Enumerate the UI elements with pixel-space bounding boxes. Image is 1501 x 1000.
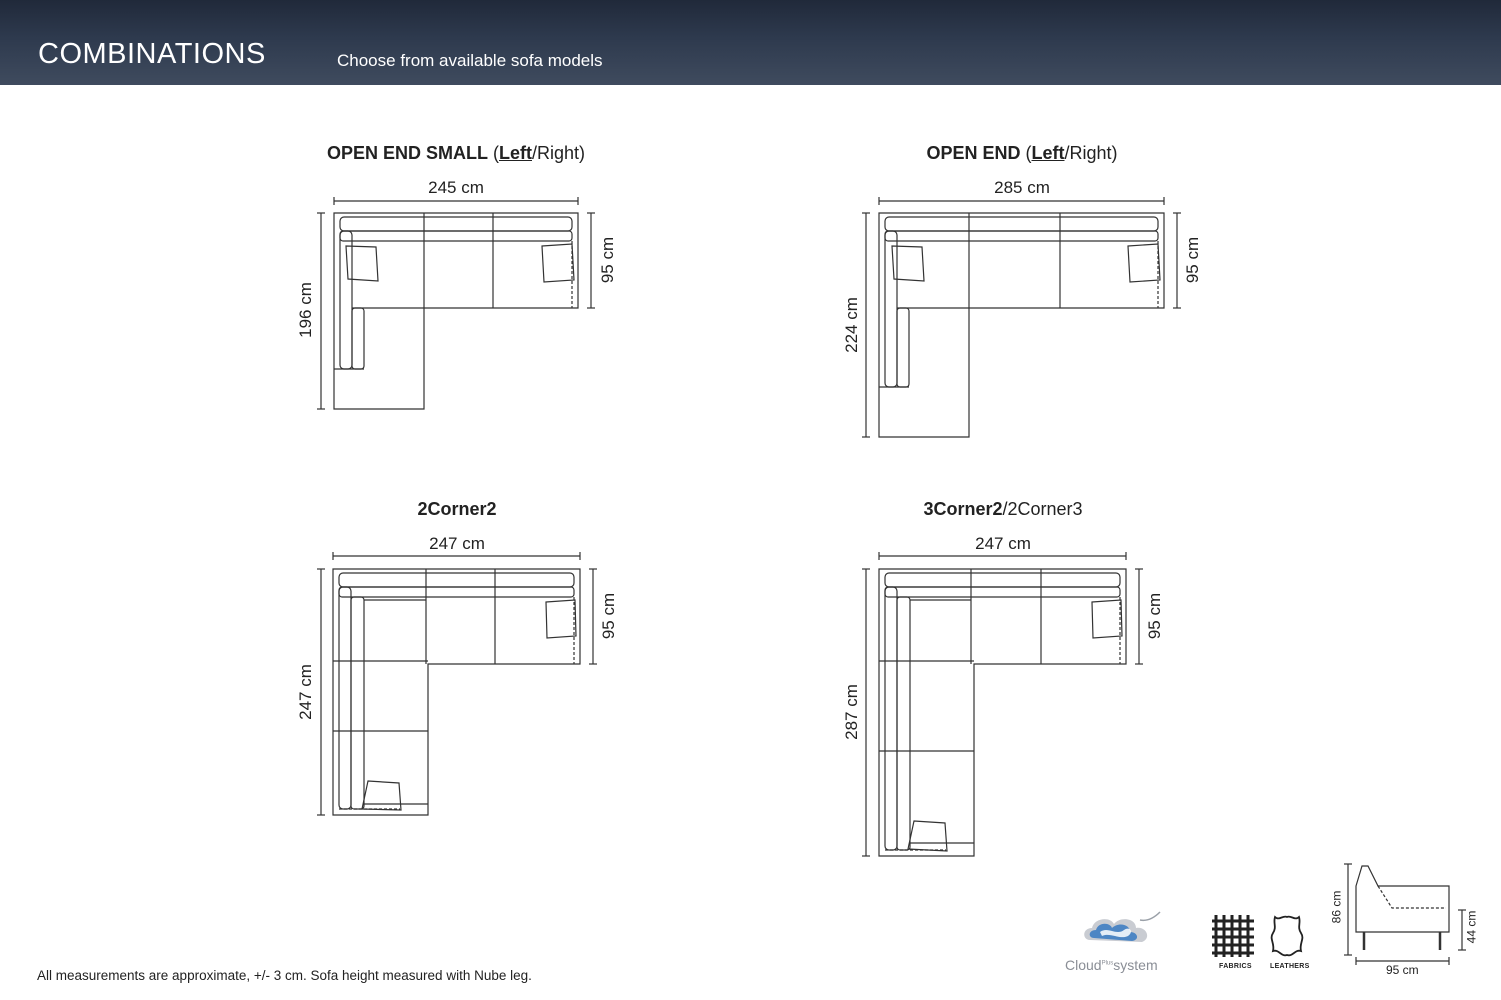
leather-hide-icon — [1267, 913, 1307, 959]
model-title-3corner2: 3Corner2/2Corner3 — [923, 499, 1083, 519]
model-title-open-end: OPEN END (Left/Right) — [926, 143, 1118, 163]
fabrics-icon — [1210, 913, 1256, 959]
option-right[interactable]: /Right) — [532, 143, 586, 163]
fabrics-label: FABRICS — [1219, 963, 1252, 970]
model-title-2corner2: 2Corner2 — [417, 499, 497, 519]
side-height-dimension: 86 cm — [1329, 890, 1344, 924]
footnote: All measurements are approximate, +/- 3 … — [37, 968, 532, 983]
width-dimension: 247 cm — [975, 534, 1031, 553]
page-subtitle: Choose from available sofa models — [337, 51, 603, 70]
sofa-side-profile-diagram — [1340, 862, 1480, 967]
width-dimension: 247 cm — [429, 534, 485, 553]
model-title-open-end-small: OPEN END SMALL (Left/Right) — [326, 143, 586, 163]
width-dimension: 245 cm — [428, 178, 484, 197]
leathers-label: LEATHERS — [1270, 963, 1310, 970]
side-depth-dimension: 95 cm — [1386, 963, 1419, 977]
cloud-logo-icon — [1084, 910, 1170, 942]
page-title: COMBINATIONS — [38, 38, 266, 70]
option-left[interactable]: Left — [1031, 143, 1065, 163]
width-dimension: 285 cm — [994, 178, 1050, 197]
side-seat-height-dimension: 44 cm — [1464, 910, 1479, 944]
cloud-system-logo-text: CloudPlussystem — [1065, 957, 1158, 973]
option-right[interactable]: /Right) — [1064, 143, 1118, 163]
option-left[interactable]: Left — [499, 143, 532, 163]
header-banner: COMBINATIONS Choose from available sofa … — [0, 0, 1501, 85]
